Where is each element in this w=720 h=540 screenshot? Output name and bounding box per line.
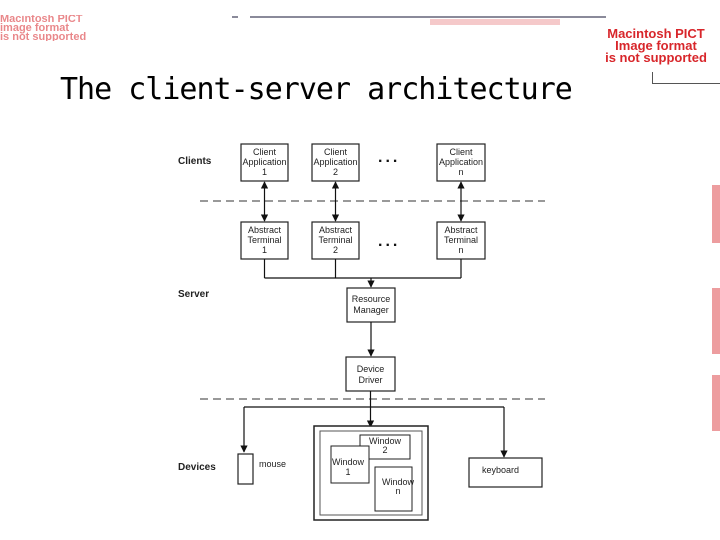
svg-text:Abstract: Abstract bbox=[444, 225, 478, 235]
svg-text:Application: Application bbox=[313, 157, 357, 167]
svg-text:1: 1 bbox=[262, 245, 267, 255]
keyboard-device: keyboard bbox=[468, 457, 543, 488]
ellipsis-clients: ... bbox=[378, 149, 400, 166]
svg-text:keyboard: keyboard bbox=[482, 465, 519, 475]
svg-text:Abstract: Abstract bbox=[248, 225, 282, 235]
window-box: Window 2 bbox=[359, 434, 411, 460]
side-placeholder-mark bbox=[712, 375, 720, 431]
abstract-terminal-box: Abstract Terminal 2 bbox=[311, 221, 360, 260]
lane-label-server: Server bbox=[178, 289, 209, 300]
abstract-terminal-box: Abstract Terminal 1 bbox=[240, 221, 289, 260]
placeholder-line: is not supported bbox=[0, 31, 87, 42]
svg-text:n: n bbox=[395, 486, 400, 496]
placeholder-line: Image format bbox=[615, 38, 697, 53]
svg-text:2: 2 bbox=[333, 245, 338, 255]
placeholder-frame-edge bbox=[652, 72, 653, 84]
svg-text:Window: Window bbox=[382, 477, 415, 487]
mouse-device: mouse bbox=[237, 453, 286, 485]
svg-text:Window: Window bbox=[332, 457, 365, 467]
window-box: Window n bbox=[374, 466, 415, 512]
display-device: Window 2 Window 1 Window n bbox=[313, 425, 429, 521]
svg-text:Application: Application bbox=[242, 157, 286, 167]
svg-text:Client: Client bbox=[449, 147, 473, 157]
svg-text:Window: Window bbox=[369, 436, 402, 446]
svg-text:Resource: Resource bbox=[352, 294, 391, 304]
svg-text:Client: Client bbox=[253, 147, 277, 157]
resource-manager-box: Resource Manager bbox=[346, 287, 396, 323]
top-rule bbox=[250, 16, 606, 18]
lane-label-devices: Devices bbox=[178, 462, 216, 473]
unsupported-image-placeholder-top: Macintosh PICT image format is not suppo… bbox=[0, 15, 250, 41]
client-application-box: Client Application n bbox=[436, 143, 486, 182]
placeholder-line: is not supported bbox=[605, 50, 707, 65]
placeholder-frame-edge bbox=[652, 83, 720, 84]
connector-driver-to-devices bbox=[240, 391, 508, 458]
svg-text:1: 1 bbox=[345, 467, 350, 477]
placeholder-line: Macintosh PICT bbox=[607, 26, 705, 41]
svg-text:Driver: Driver bbox=[359, 375, 383, 385]
svg-text:Terminal: Terminal bbox=[247, 235, 281, 245]
placeholder-line: image format bbox=[0, 22, 70, 34]
slide-title: The client-server architecture bbox=[60, 72, 573, 107]
svg-text:n: n bbox=[458, 167, 463, 177]
svg-text:Application: Application bbox=[439, 157, 483, 167]
svg-text:Terminal: Terminal bbox=[318, 235, 352, 245]
client-application-box: Client Application 2 bbox=[311, 143, 360, 182]
side-placeholder-mark bbox=[712, 185, 720, 243]
lane-label-clients: Clients bbox=[178, 156, 212, 167]
side-placeholder-mark bbox=[712, 288, 720, 354]
svg-text:Abstract: Abstract bbox=[319, 225, 353, 235]
svg-text:mouse: mouse bbox=[259, 459, 286, 469]
svg-text:1: 1 bbox=[262, 167, 267, 177]
ellipsis-terminals: ... bbox=[378, 233, 400, 250]
device-driver-box: Device Driver bbox=[345, 356, 396, 392]
svg-text:Client: Client bbox=[324, 147, 348, 157]
svg-text:Device: Device bbox=[357, 364, 385, 374]
top-rule-stub bbox=[232, 16, 238, 18]
svg-text:Terminal: Terminal bbox=[444, 235, 478, 245]
placeholder-line: Macintosh PICT bbox=[0, 15, 83, 25]
window-box: Window 1 bbox=[330, 445, 370, 484]
abstract-terminal-box: Abstract Terminal n bbox=[436, 221, 486, 260]
svg-text:Manager: Manager bbox=[353, 305, 389, 315]
svg-text:n: n bbox=[458, 245, 463, 255]
svg-text:2: 2 bbox=[382, 445, 387, 455]
svg-text:2: 2 bbox=[333, 167, 338, 177]
client-application-box: Client Application 1 bbox=[240, 143, 289, 182]
top-placeholder-strip bbox=[430, 19, 560, 25]
connector-terminals-to-resource-manager bbox=[263, 259, 462, 288]
unsupported-image-placeholder: Macintosh PICT Image format is not suppo… bbox=[592, 26, 720, 68]
